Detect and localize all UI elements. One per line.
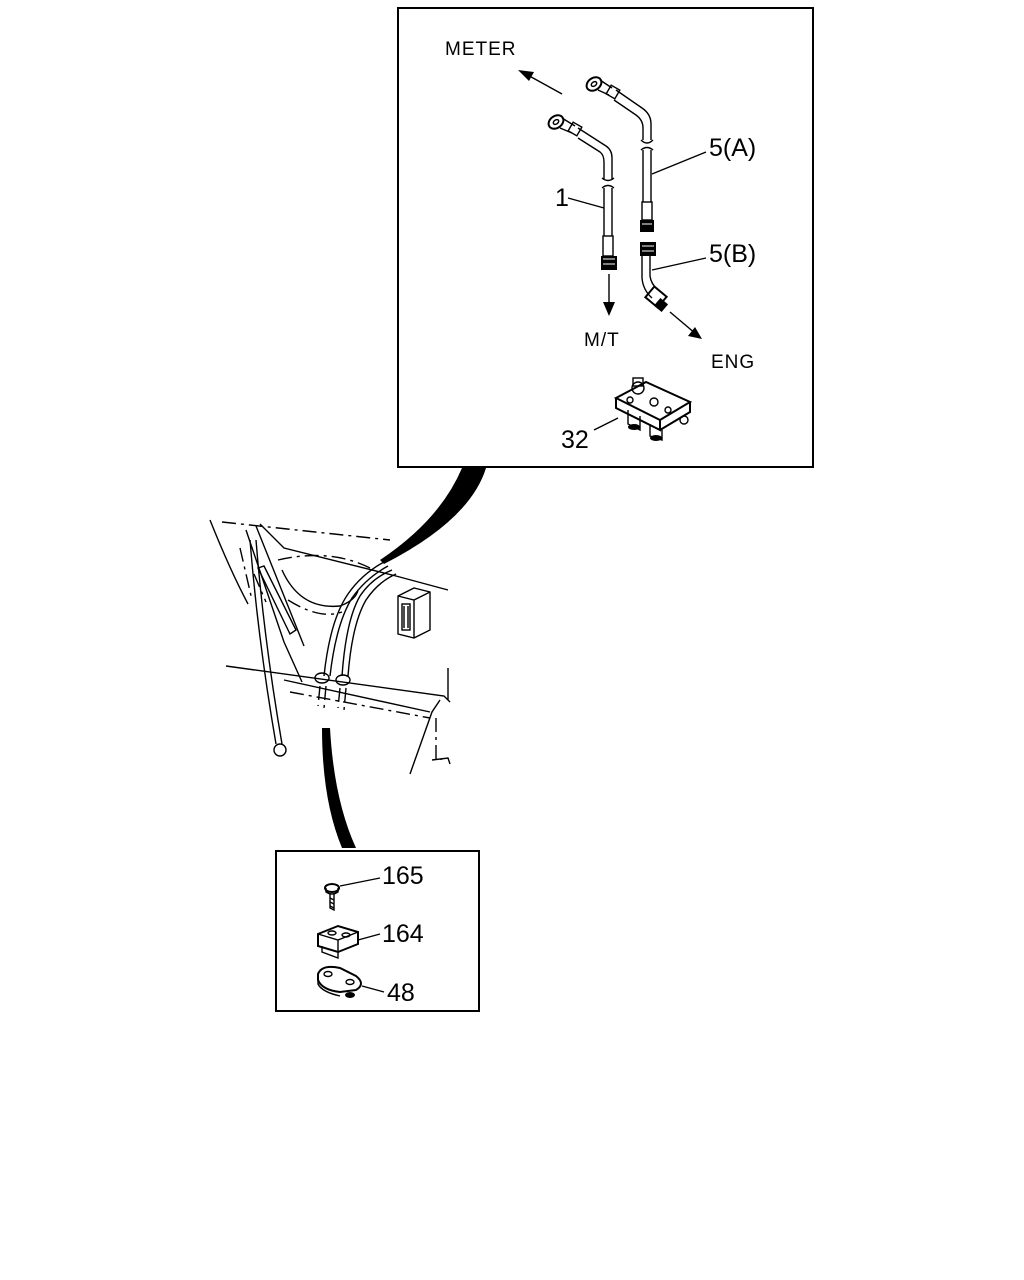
bracket-32: [613, 377, 693, 441]
part-5b-label: 5(B): [709, 240, 756, 268]
part-48-label: 48: [387, 979, 415, 1007]
leader-32: [593, 417, 619, 431]
meter-arrow-icon: [518, 70, 563, 95]
cable-5a: [585, 76, 654, 232]
part-165-label: 165: [382, 862, 424, 890]
mt-label: M/T: [584, 330, 620, 351]
leader-5b: [651, 257, 707, 271]
top-detail-box: METER 1: [397, 7, 814, 468]
clip-164: [317, 924, 359, 960]
part-5a-label: 5(A): [709, 134, 756, 162]
part-1-label: 1: [555, 184, 569, 212]
callout-pointer-top: [380, 468, 486, 564]
eng-arrow-icon: [669, 311, 702, 339]
leader-1: [567, 197, 605, 209]
mt-arrow-icon: [603, 274, 615, 316]
screw-165: [324, 883, 340, 912]
part-32-label: 32: [561, 426, 589, 454]
cable-5b: [640, 242, 669, 313]
part-164-label: 164: [382, 920, 424, 948]
plate-48: [317, 965, 362, 998]
eng-label: ENG: [711, 352, 755, 373]
bottom-detail-box: 165 164 48: [275, 850, 480, 1012]
relay-box: [397, 587, 431, 639]
leader-48: [361, 985, 385, 993]
leader-165: [339, 877, 381, 887]
callout-pointer-bottom: [322, 728, 356, 848]
leader-5a: [651, 151, 707, 175]
leader-164: [357, 933, 381, 941]
meter-label: METER: [445, 39, 517, 60]
vehicle-assembly-view: [209, 519, 451, 775]
cable-1: [547, 114, 617, 270]
